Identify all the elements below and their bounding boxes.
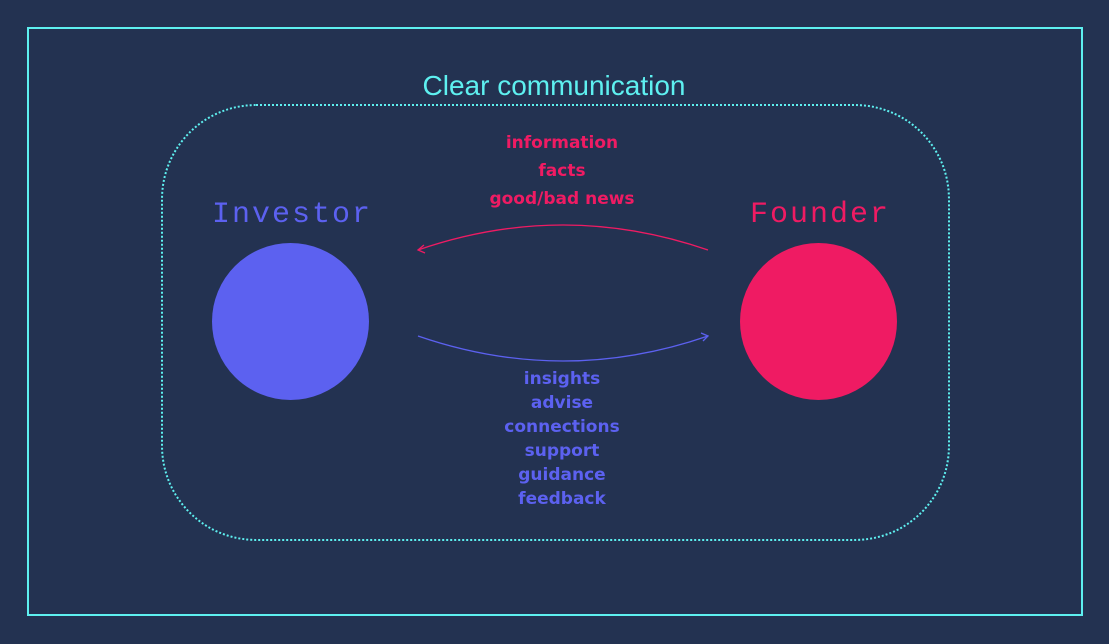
arrowhead-right-icon [700,332,710,342]
list-item: insights [523,369,601,389]
investor-to-founder-list: insights advise connections support guid… [412,367,712,511]
list-item: feedback [518,489,606,509]
founder-to-investor-list: information facts good/bad news [412,129,712,213]
list-item: advise [530,393,594,413]
outer-frame [27,27,1083,616]
founder-to-investor-arrow [417,224,709,251]
investor-to-founder-arrow [417,335,709,362]
investor-node [212,243,369,400]
founder-node [740,243,897,400]
list-item: information [505,133,619,153]
list-item: connections [504,417,620,437]
list-item: guidance [518,465,606,485]
list-item: facts [538,161,586,181]
investor-label: Investor [211,198,373,232]
arrowhead-left-icon [416,244,426,254]
founder-label: Founder [749,198,891,232]
communication-boundary [161,104,950,541]
diagram-title: Clear communication [422,70,686,101]
list-item: good/bad news [489,189,635,209]
list-item: support [524,441,600,461]
